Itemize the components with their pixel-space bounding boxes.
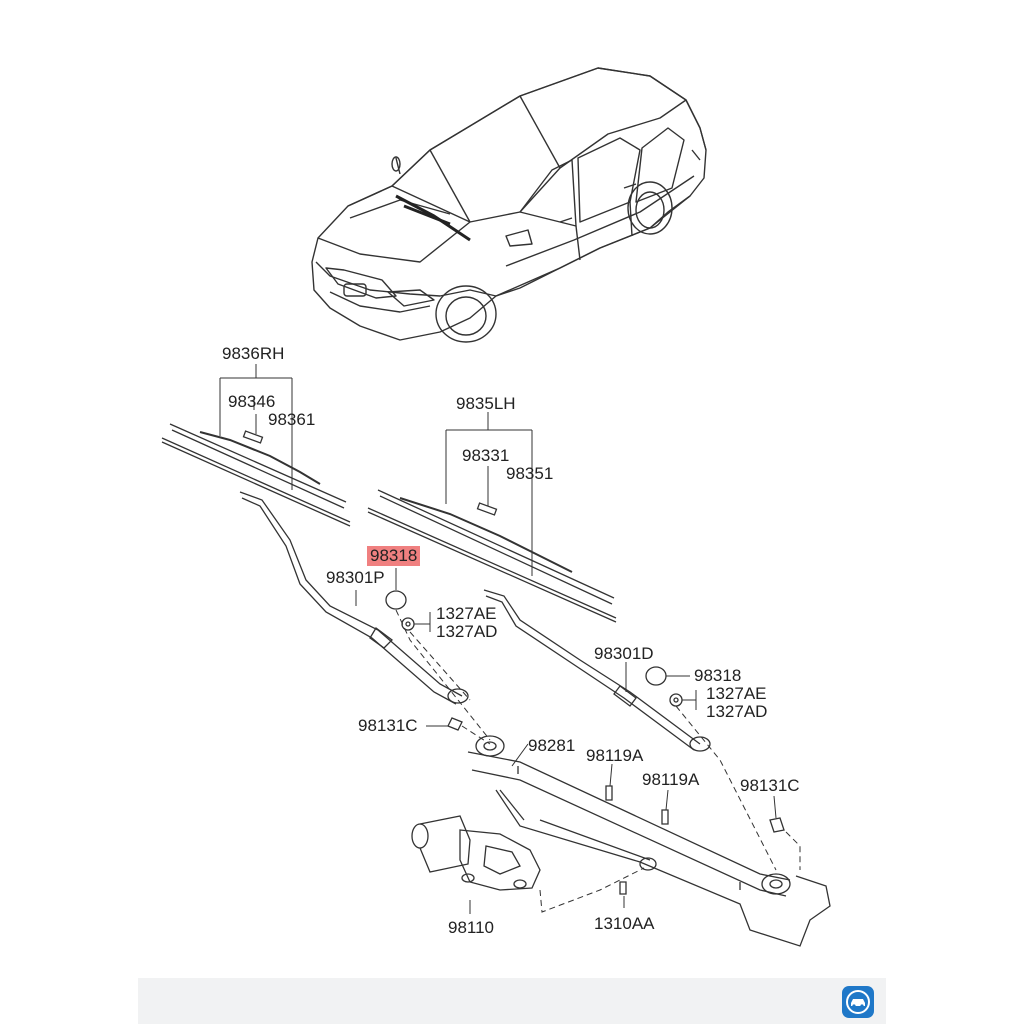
nut-rh-icon (669, 693, 683, 707)
label-1327ae-left: 1327AE (436, 604, 497, 623)
bolt-right-icon (769, 817, 785, 833)
label-98301p: 98301P (326, 568, 385, 587)
label-1327ad-rh: 1327AD (706, 702, 768, 721)
lh-wiper-arm (239, 491, 469, 705)
label-98331: 98331 (462, 446, 510, 465)
label-9835lh: 9835LH (456, 394, 516, 413)
label-98351: 98351 (506, 464, 554, 483)
label-98131c-left: 98131C (358, 716, 418, 735)
wiper-motor (411, 815, 541, 891)
label-98301d: 98301D (594, 644, 654, 663)
cap-98318-rh-icon (645, 666, 667, 686)
label-98281: 98281 (528, 736, 576, 755)
leader-lines (219, 364, 777, 914)
screw-icon (619, 881, 627, 895)
footer-bar (138, 978, 886, 1024)
label-98318-rh: 98318 (694, 666, 742, 685)
car-logo-icon (842, 986, 874, 1018)
label-1327ad-left: 1327AD (436, 622, 498, 641)
label-98110: 98110 (448, 918, 495, 937)
dashed-assembly-lines (395, 609, 801, 913)
label-9836rh: 9836RH (222, 344, 285, 363)
nut-lh-icon (401, 617, 415, 631)
label-98119a-2: 98119A (642, 770, 700, 789)
wiper-linkage (467, 735, 831, 947)
label-1327ae-rh: 1327AE (706, 684, 767, 703)
label-1310aa: 1310AA (594, 914, 655, 933)
car-illustration (311, 67, 707, 343)
rh-wiper-arm (483, 589, 711, 752)
label-98131c-right: 98131C (740, 776, 800, 795)
label-98318-highlighted: 98318 (367, 546, 421, 566)
grommet-1-icon (605, 785, 613, 801)
label-98346: 98346 (228, 392, 276, 411)
bolt-left-icon (447, 717, 463, 731)
grommet-2-icon (661, 809, 669, 825)
label-98119a-1: 98119A (586, 746, 644, 765)
label-98361: 98361 (268, 410, 316, 429)
cap-98318-highlighted-icon (385, 590, 407, 610)
lh-wiper-blade (367, 489, 617, 623)
rh-wiper-blade (161, 423, 351, 527)
